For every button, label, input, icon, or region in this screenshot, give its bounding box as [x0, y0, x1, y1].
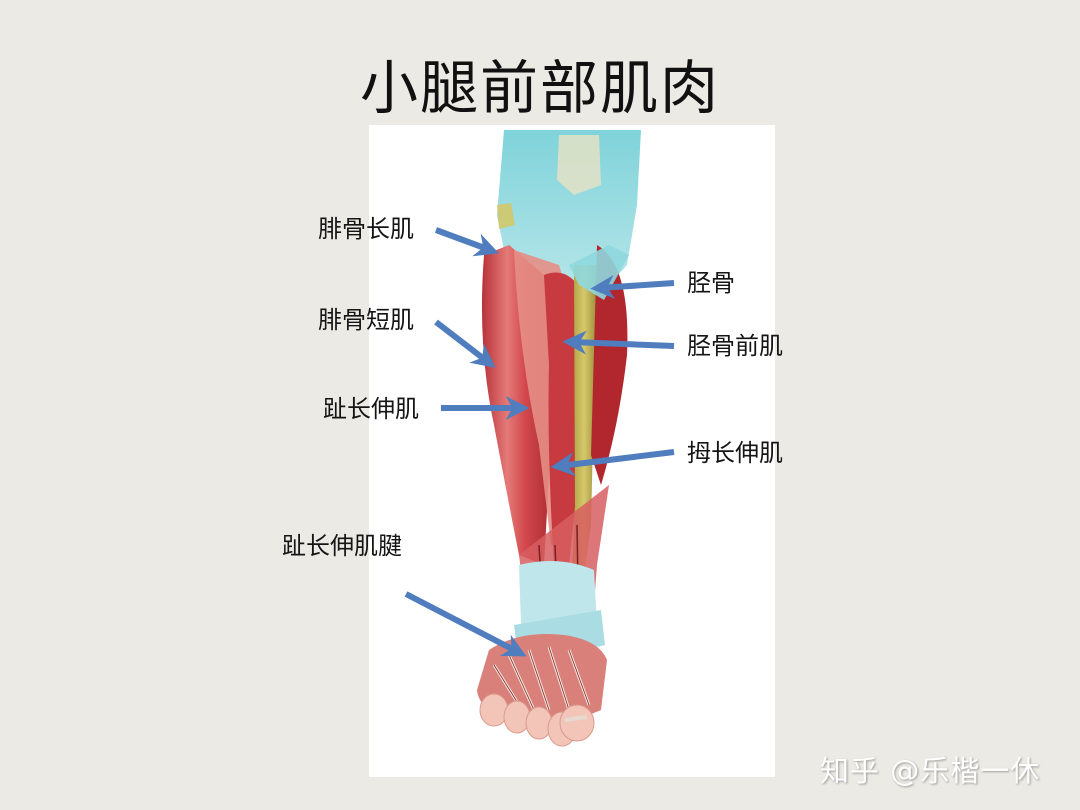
- leg-anatomy-illustration: [477, 130, 641, 747]
- slide-title: 小腿前部肌肉: [359, 54, 720, 122]
- label-extensor-digitorum-longus: 趾长伸肌: [323, 395, 419, 423]
- anatomy-image-panel: [369, 125, 775, 777]
- label-peroneus-brevis: 腓骨短肌: [318, 306, 414, 334]
- label-extensor-hallucis-longus: 拇长伸肌: [687, 439, 783, 467]
- label-edl-tendon: 趾长伸肌腱: [282, 532, 402, 560]
- label-tibialis-anterior: 胫骨前肌: [687, 332, 783, 360]
- watermark: 知乎 @乐楷一休: [820, 754, 1041, 788]
- label-tibia: 胫骨: [687, 269, 735, 297]
- label-peroneus-longus: 腓骨长肌: [318, 215, 414, 243]
